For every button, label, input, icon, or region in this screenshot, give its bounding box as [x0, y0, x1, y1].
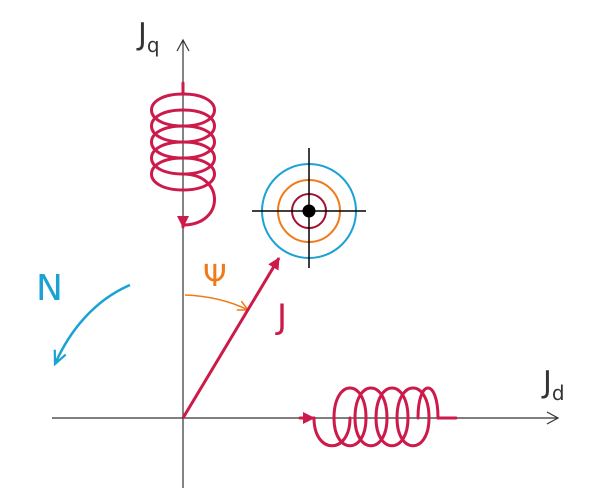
- q-axis-label: Jq: [136, 17, 160, 57]
- d-axis-label: Jd: [541, 365, 565, 405]
- center-dot: [302, 204, 316, 218]
- target-rings: [252, 148, 366, 268]
- current-vector: [181, 257, 281, 419]
- q-axis-coil: [150, 81, 216, 229]
- angle-label: Ψ: [203, 259, 227, 294]
- vector-label: J: [275, 297, 287, 337]
- rotation-arrow: [53, 283, 131, 367]
- rotation-label: N: [36, 268, 63, 309]
- angle-arc: [184, 294, 250, 311]
- d-axis-coil: [298, 386, 458, 448]
